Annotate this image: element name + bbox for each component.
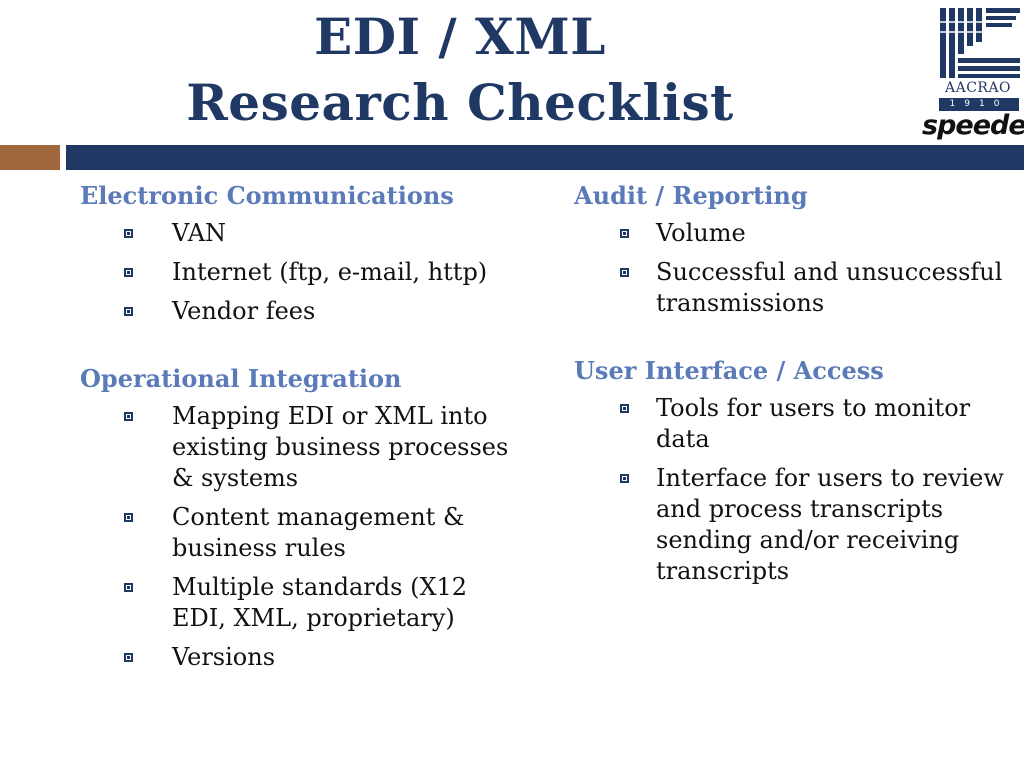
right-column: Audit / Reporting Volume Successful and … xyxy=(574,180,1014,607)
list-item: Tools for users to monitor data xyxy=(574,393,1014,455)
bullet-list: Mapping EDI or XML into existing busines… xyxy=(80,401,510,673)
list-item: VAN xyxy=(80,218,510,249)
section-heading: Audit / Reporting xyxy=(574,181,808,210)
list-item-text: Mapping EDI or XML into existing busines… xyxy=(172,402,509,492)
logo-aacrao-text: AACRAO xyxy=(944,80,1012,96)
list-item: Content management & business rules xyxy=(80,502,510,564)
list-item-text: Content management & business rules xyxy=(172,503,465,562)
list-item-text: Vendor fees xyxy=(172,297,316,325)
list-item: Volume xyxy=(574,218,1014,249)
bullet-list: VAN Internet (ftp, e-mail, http) Vendor … xyxy=(80,218,510,327)
logo-year-band: 1910 xyxy=(939,98,1019,111)
list-item-text: Versions xyxy=(172,643,276,671)
square-bullet-icon xyxy=(124,307,133,316)
bullet-list: Volume Successful and unsuccessful trans… xyxy=(574,218,1014,319)
left-column: Electronic Communications VAN Internet (… xyxy=(80,180,510,693)
accent-bar-navy xyxy=(66,145,1024,170)
square-bullet-icon xyxy=(124,412,133,421)
square-bullet-icon xyxy=(620,404,629,413)
slide-title: EDI / XML Research Checklist xyxy=(120,4,800,136)
list-item-text: Interface for users to review and proces… xyxy=(656,464,1004,585)
list-item-text: Volume xyxy=(656,219,746,247)
list-item: Mapping EDI or XML into existing busines… xyxy=(80,401,510,494)
list-item-text: Internet (ftp, e-mail, http) xyxy=(172,258,488,286)
aacrao-emblem-icon xyxy=(940,8,1020,78)
square-bullet-icon xyxy=(124,513,133,522)
list-item: Interface for users to review and proces… xyxy=(574,463,1014,587)
square-bullet-icon xyxy=(124,653,133,662)
list-item-text: Tools for users to monitor data xyxy=(656,394,971,453)
list-item: Versions xyxy=(80,642,510,673)
list-item-text: VAN xyxy=(172,219,227,247)
square-bullet-icon xyxy=(124,268,133,277)
aacrao-speede-logo: AACRAO 1910 speede xyxy=(922,2,1024,144)
logo-speede-text: speede xyxy=(922,110,1024,141)
section-user-interface-access: User Interface / Access Tools for users … xyxy=(574,355,1014,587)
list-item-text: Multiple standards (X12 EDI, XML, propri… xyxy=(172,573,468,632)
section-heading: Electronic Communications xyxy=(80,181,454,210)
section-heading: Operational Integration xyxy=(80,364,402,393)
square-bullet-icon xyxy=(124,583,133,592)
title-line-1: EDI / XML xyxy=(314,7,606,66)
accent-bar-brown xyxy=(0,145,60,170)
section-operational-integration: Operational Integration Mapping EDI or X… xyxy=(80,363,510,673)
title-line-2: Research Checklist xyxy=(186,73,734,132)
bullet-list: Tools for users to monitor data Interfac… xyxy=(574,393,1014,587)
square-bullet-icon xyxy=(124,229,133,238)
section-audit-reporting: Audit / Reporting Volume Successful and … xyxy=(574,180,1014,319)
list-item: Internet (ftp, e-mail, http) xyxy=(80,257,510,288)
square-bullet-icon xyxy=(620,229,629,238)
section-electronic-communications: Electronic Communications VAN Internet (… xyxy=(80,180,510,327)
square-bullet-icon xyxy=(620,268,629,277)
section-heading: User Interface / Access xyxy=(574,356,884,385)
list-item: Vendor fees xyxy=(80,296,510,327)
square-bullet-icon xyxy=(620,474,629,483)
list-item: Successful and unsuccessful transmission… xyxy=(574,257,1014,319)
list-item-text: Successful and unsuccessful transmission… xyxy=(656,258,1003,317)
list-item: Multiple standards (X12 EDI, XML, propri… xyxy=(80,572,510,634)
